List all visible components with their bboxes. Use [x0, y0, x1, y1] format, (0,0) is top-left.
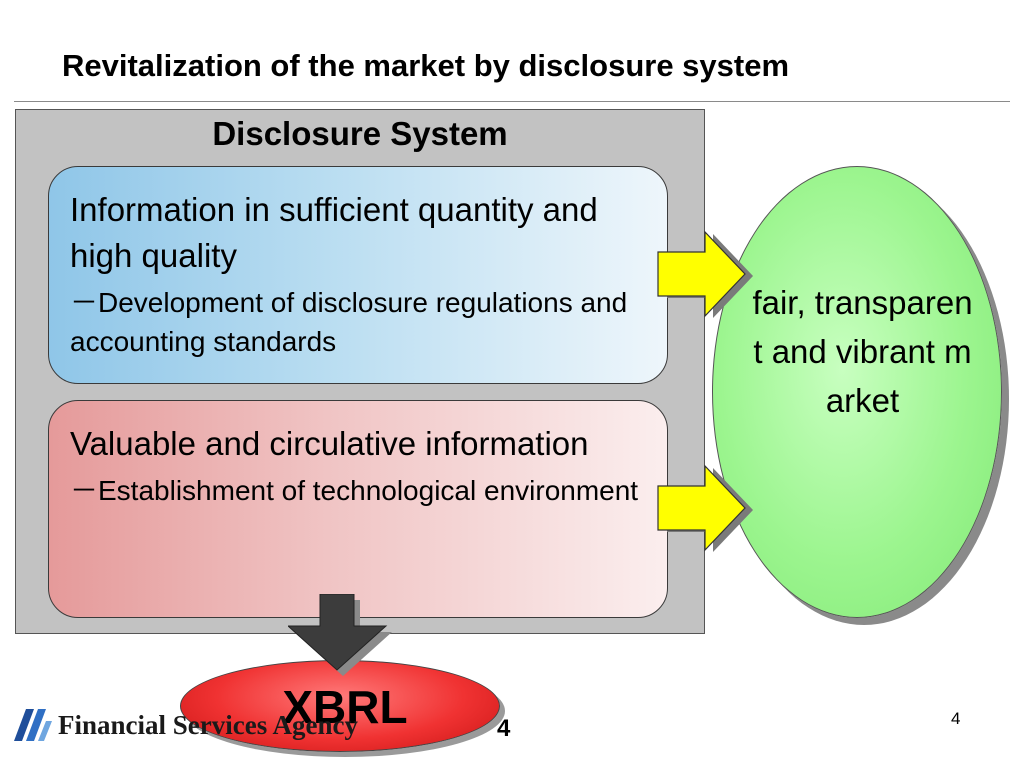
circulative-info-box: Valuable and circulative information －Es… [48, 400, 668, 618]
overlay-number: 4 [497, 715, 511, 742]
page-number: 4 [951, 709, 961, 728]
agency-name: Financial Services Agency [58, 710, 358, 740]
circulative-info-heading: Valuable and circulative information [70, 425, 589, 462]
info-quality-box: Information in sufficient quantity and h… [48, 166, 668, 384]
xbrl-oval [180, 660, 500, 752]
info-quality-heading: Information in sufficient quantity and h… [70, 191, 598, 274]
info-quality-subtext: －Development of disclosure regulations a… [70, 287, 628, 357]
market-oval-text: fair, transparent and vibrant market [752, 284, 973, 419]
arrow-right-icon [657, 230, 753, 318]
arrow-right-icon [657, 464, 753, 552]
market-oval [712, 166, 1002, 618]
arrow-down-icon [288, 594, 392, 676]
circulative-info-subtext: －Establishment of technological environm… [70, 475, 639, 506]
panel-title: Disclosure System [212, 115, 508, 152]
agency-logo-icon [14, 709, 52, 741]
slide-title: Revitalization of the market by disclosu… [62, 48, 790, 83]
title-divider [14, 101, 1010, 102]
xbrl-label: XBRL [282, 681, 408, 733]
